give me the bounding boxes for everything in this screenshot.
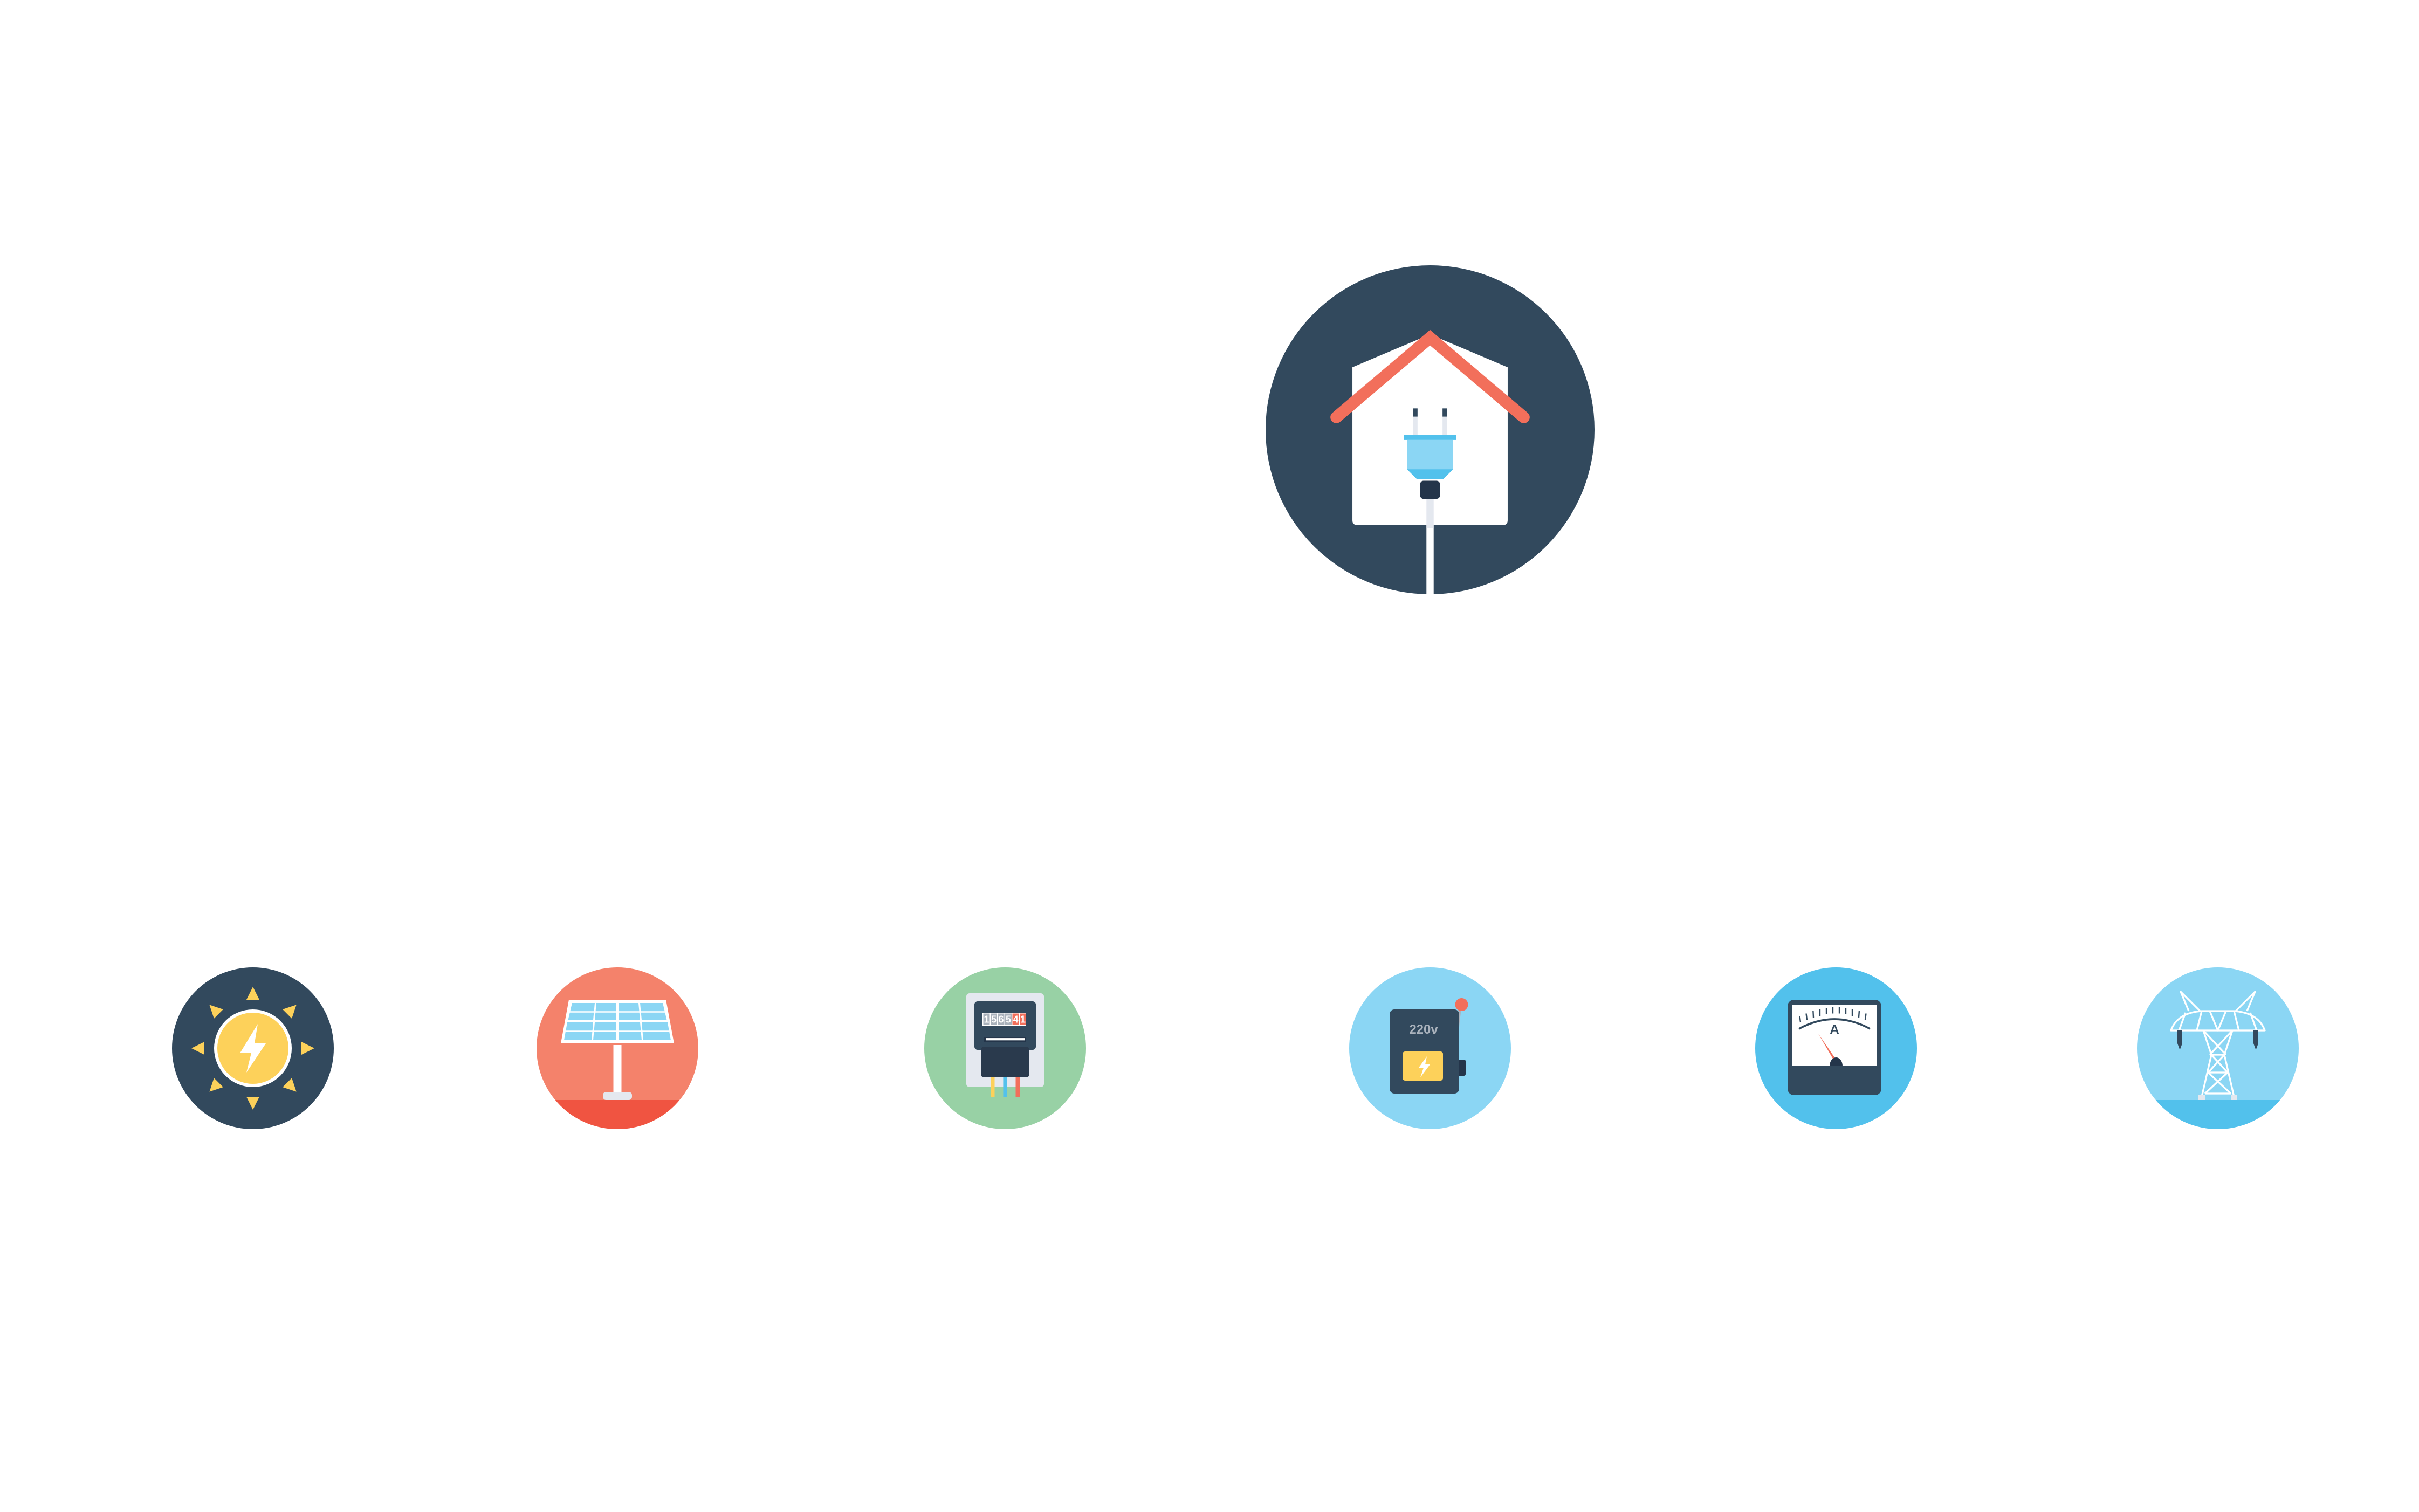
house-plug-icon bbox=[1266, 265, 1595, 594]
voltage-label: 220v bbox=[1409, 1022, 1438, 1037]
meter-digit: 1 bbox=[1020, 1014, 1026, 1025]
solar-panel-icon bbox=[537, 967, 698, 1129]
meter-digit: 4 bbox=[1013, 1014, 1018, 1025]
ammeter-icon: A bbox=[1755, 967, 1917, 1129]
meter-digit: 5 bbox=[1006, 1014, 1011, 1025]
ammeter-unit-label: A bbox=[1830, 1022, 1839, 1037]
meter-digit: 6 bbox=[998, 1014, 1004, 1025]
transmission-tower-icon bbox=[2137, 967, 2299, 1129]
power-switch-icon: 220v bbox=[1349, 967, 1511, 1129]
meter-digit: 1 bbox=[984, 1014, 989, 1025]
meter-digit: 5 bbox=[991, 1014, 997, 1025]
electric-meter-icon: 1 5 6 5 4 1 bbox=[924, 967, 1086, 1129]
solar-sun-icon bbox=[172, 967, 334, 1129]
